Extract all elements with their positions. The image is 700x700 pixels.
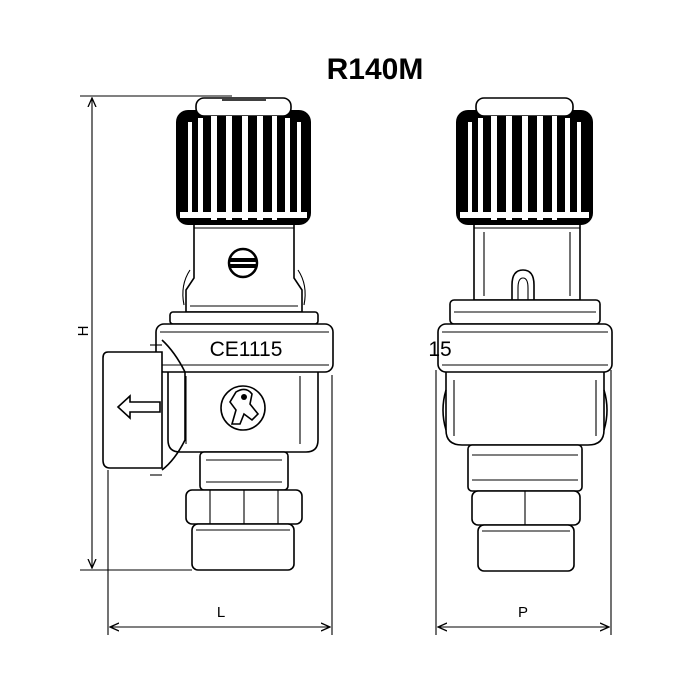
- front-outlet: [185, 451, 303, 571]
- front-knob: [176, 97, 311, 225]
- depth-label: P: [518, 604, 528, 621]
- side-valve-body: [442, 372, 608, 446]
- side-body-band: 15: [428, 299, 613, 373]
- side-bonnet: [473, 225, 581, 301]
- front-body-band: CE1115: [155, 311, 334, 373]
- side-marking: 15: [428, 338, 451, 361]
- front-side-inlet: [102, 339, 186, 476]
- side-outlet: [467, 444, 583, 572]
- length-dimension: L: [107, 375, 333, 635]
- depth-dimension: P: [435, 370, 612, 635]
- drawing-title: R140M: [327, 53, 424, 86]
- side-knob: [456, 97, 593, 225]
- length-label: L: [217, 604, 225, 621]
- front-view: CE1115: [75, 95, 334, 635]
- manufacturer-logo-icon: [220, 385, 266, 431]
- height-label: H: [75, 326, 92, 337]
- side-view: 15 P: [428, 97, 613, 635]
- flow-arrow-icon: [116, 394, 161, 420]
- adjustment-screw-icon: [227, 247, 259, 279]
- height-dimension: H: [75, 95, 232, 571]
- ce-marking: CE1115: [210, 338, 283, 361]
- front-bonnet: [182, 225, 306, 313]
- front-valve-body: [167, 372, 319, 453]
